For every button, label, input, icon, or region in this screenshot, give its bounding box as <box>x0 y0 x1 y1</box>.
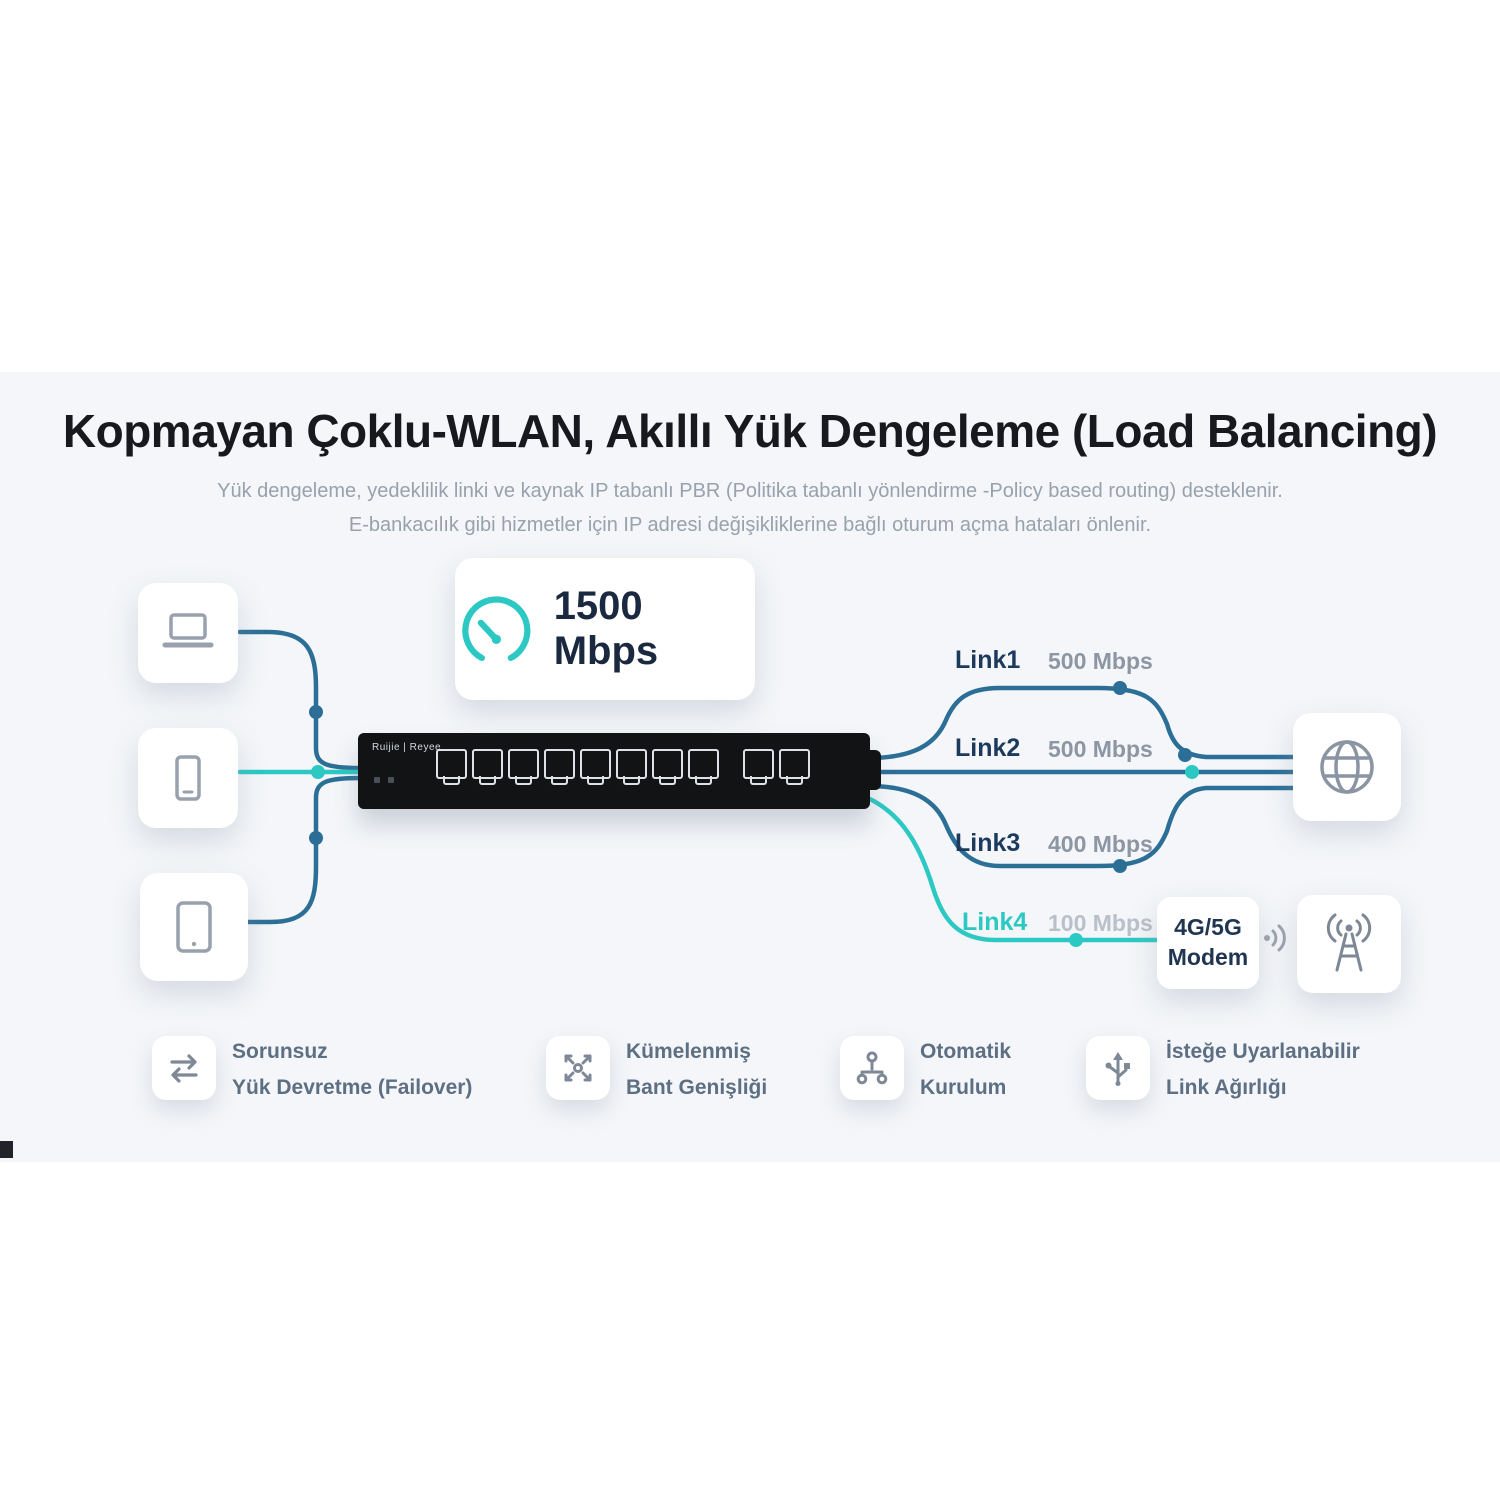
setup-feature-icon-card <box>840 1036 904 1100</box>
feature-line: İsteğe Uyarlanabilir <box>1166 1040 1360 1063</box>
speed-badge: 1500 Mbps <box>455 558 755 700</box>
section-title: Kopmayan Çoklu-WLAN, Akıllı Yük Dengelem… <box>62 405 1438 457</box>
feature-line: Sorunsuz <box>232 1040 328 1063</box>
ethernet-port <box>472 749 503 785</box>
router-device: Ruijie | Reyee <box>358 733 870 809</box>
feature-line: Yük Devretme (Failover) <box>232 1076 473 1099</box>
wan-port <box>779 749 810 785</box>
ethernet-port <box>436 749 467 785</box>
tablet-card <box>140 873 248 981</box>
laptop-icon <box>162 613 214 648</box>
section-subtitle-line1: Yük dengeleme, yedeklilik linki ve kayna… <box>217 480 1283 502</box>
ethernet-port <box>544 749 575 785</box>
phone-icon <box>175 755 201 801</box>
globe-icon <box>1320 740 1374 794</box>
bandwidth-feature-text: Kümelenmiş Bant Genişliği <box>626 1034 767 1106</box>
failover-arrows-icon <box>170 1054 198 1083</box>
ethernet-port <box>616 749 647 785</box>
ethernet-port <box>652 749 683 785</box>
link1-speed: 500 Mbps <box>1048 648 1153 674</box>
ethernet-port <box>688 749 719 785</box>
link-weight-feature-icon-card <box>1086 1036 1150 1100</box>
link3-speed: 400 Mbps <box>1048 831 1153 857</box>
failover-feature-icon-card <box>152 1036 216 1100</box>
antenna-card <box>1297 895 1401 993</box>
link-weight-feature-text: İsteğe Uyarlanabilir Link Ağırlığı <box>1166 1034 1360 1106</box>
bandwidth-cluster-icon <box>564 1054 592 1082</box>
link2-speed: 500 Mbps <box>1048 736 1153 762</box>
link4-label: Link4 <box>962 908 1028 936</box>
router-ports <box>436 749 810 785</box>
link1-label: Link1 <box>955 646 1021 674</box>
speedometer-icon <box>462 596 531 662</box>
feature-line: Kurulum <box>920 1076 1007 1099</box>
link2-label: Link2 <box>955 734 1021 762</box>
speed-value: 1500 Mbps <box>553 584 659 673</box>
auto-setup-tree-icon <box>856 1051 888 1085</box>
phone-card <box>138 728 238 828</box>
edge-artifact-square <box>0 1141 13 1158</box>
failover-feature-text: Sorunsuz Yük Devretme (Failover) <box>232 1034 472 1106</box>
feature-line: Link Ağırlığı <box>1166 1076 1287 1099</box>
modem-card: 4G/5G Modem <box>1157 897 1259 989</box>
ethernet-port <box>580 749 611 785</box>
ethernet-port <box>508 749 539 785</box>
modem-label: 4G/5G Modem <box>1168 913 1249 973</box>
setup-feature-text: Otomatik Kurulum <box>920 1034 1011 1106</box>
modem-label-line2: Modem <box>1167 944 1249 970</box>
modem-label-line1: 4G/5G <box>1174 914 1242 941</box>
router-side-tab <box>868 750 881 790</box>
tablet-icon <box>176 901 212 953</box>
signal-waves <box>1261 918 1295 963</box>
usb-icon <box>1105 1052 1130 1086</box>
link3-label: Link3 <box>955 829 1021 857</box>
feature-line: Kümelenmiş <box>626 1040 751 1063</box>
router-brand: Ruijie | Reyee <box>372 742 442 753</box>
antenna-tower-icon <box>1326 913 1372 972</box>
wan-port <box>743 749 774 785</box>
router-leds <box>374 777 394 783</box>
feature-line: Bant Genişliği <box>626 1076 768 1099</box>
link4-speed: 100 Mbps <box>1048 910 1153 936</box>
bandwidth-feature-icon-card <box>546 1036 610 1100</box>
laptop-card <box>138 583 238 683</box>
internet-card <box>1293 713 1401 821</box>
feature-line: Otomatik <box>920 1040 1012 1063</box>
section-subtitle-line2: E-bankacılık gibi hizmetler için IP adre… <box>348 514 1152 536</box>
signal-waves-icon <box>1264 924 1286 952</box>
